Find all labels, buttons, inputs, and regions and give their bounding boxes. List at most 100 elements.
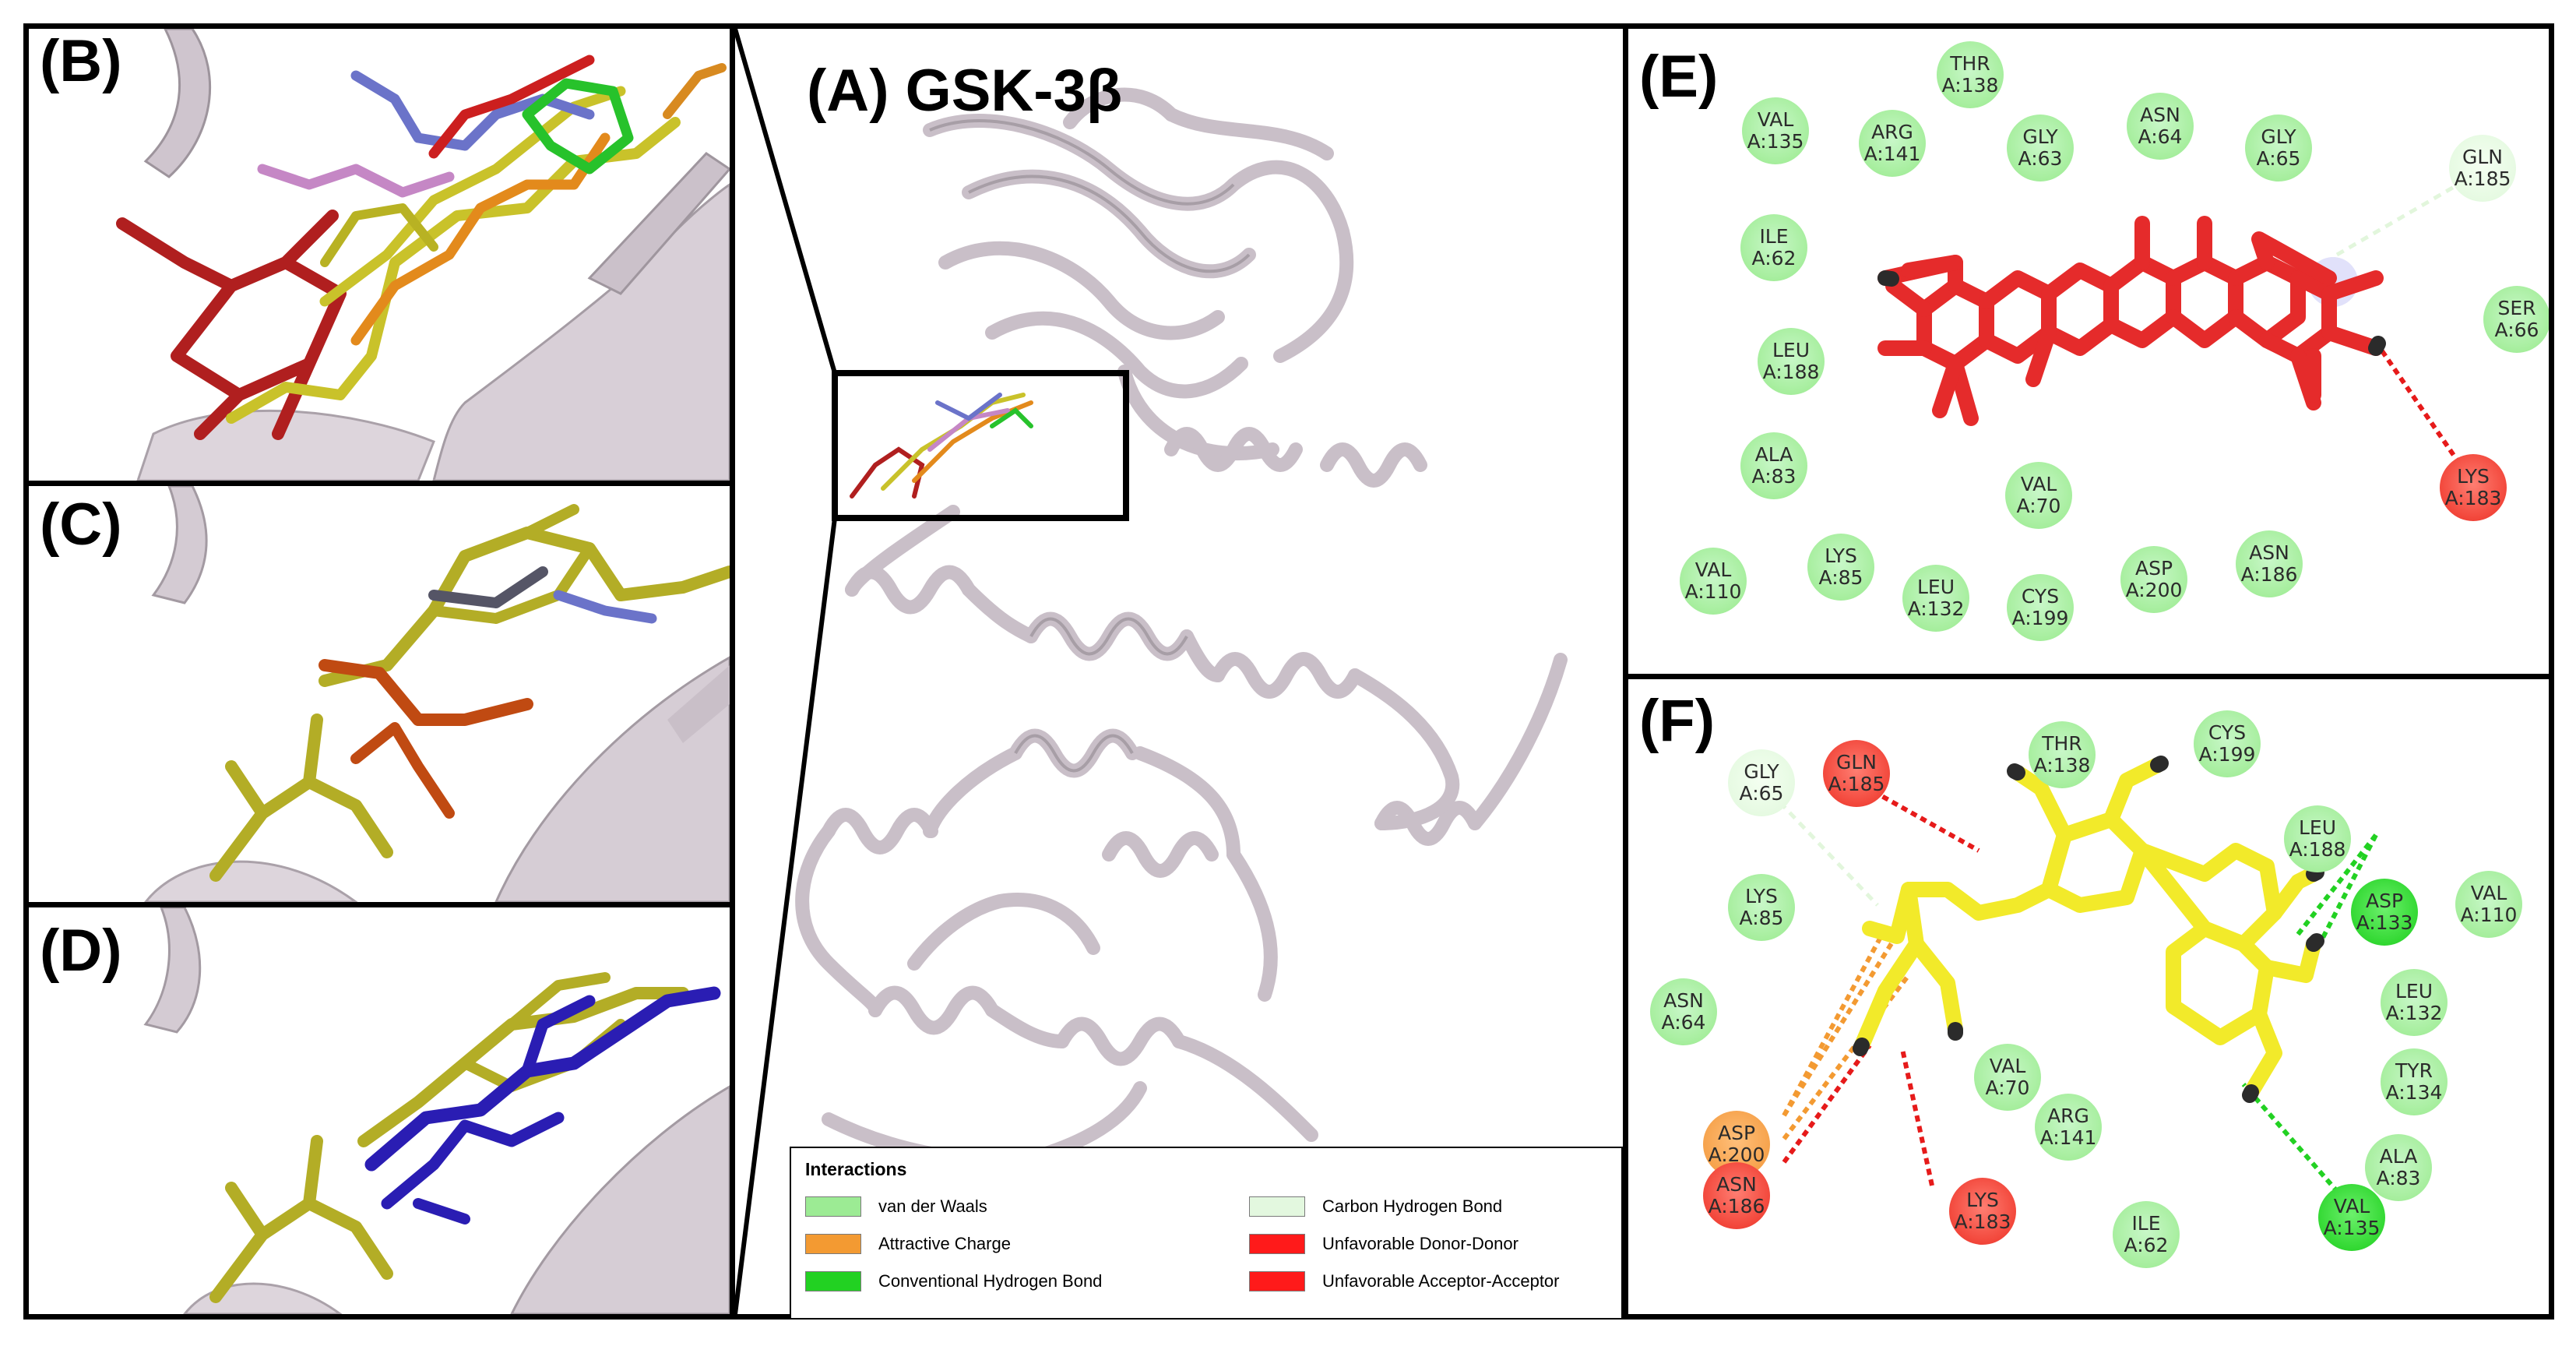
panel-d-label: (D) (40, 918, 122, 984)
res-name: ASN (1663, 989, 1704, 1012)
zoom-box (832, 370, 1129, 521)
legend-title: Interactions (805, 1159, 907, 1179)
res-name: CYS (2021, 585, 2060, 608)
res-name: ASP (2365, 890, 2404, 912)
res-id: A:85 (1739, 907, 1784, 929)
panel-e-render (1877, 167, 2486, 470)
panel-a: (A) GSK-3β (730, 23, 1628, 1320)
res-id: A:66 (2494, 319, 2539, 341)
res-name: VAL (2470, 882, 2507, 904)
res-name: LEU (2298, 816, 2337, 839)
res-id: A:64 (2138, 125, 2183, 148)
res-id: A:141 (1863, 143, 1921, 165)
panel-d-render (143, 907, 730, 1314)
res-id: A:188 (1762, 361, 1820, 383)
legend-item-van-der-waals: van der Waals (805, 1196, 987, 1217)
res-name: SER (2497, 297, 2536, 319)
legend-swatch (805, 1196, 861, 1217)
res-name: GLY (1744, 760, 1779, 783)
legend-item-unfavorable-acceptor-acceptor: Unfavorable Acceptor-Acceptor (1249, 1271, 1560, 1291)
res-id: A:70 (1985, 1076, 2030, 1099)
res-id: A:199 (2011, 607, 2069, 629)
legend-item-carbon-hbond: Carbon Hydrogen Bond (1249, 1196, 1502, 1217)
res-name: LYS (1966, 1189, 1999, 1211)
res-name: ASN (2140, 104, 2180, 126)
res-name: VAL (1694, 558, 1732, 581)
res-name: GLY (2022, 125, 2058, 148)
res-name: CYS (2208, 721, 2247, 744)
panel-e-label: (E) (1639, 44, 1719, 110)
legend-swatch (805, 1271, 861, 1291)
res-name: LYS (2457, 465, 2490, 488)
res-id: A:183 (2444, 487, 2502, 509)
legend-label: Unfavorable Acceptor-Acceptor (1322, 1271, 1560, 1291)
res-name: ALA (2379, 1145, 2418, 1168)
legend-item-attractive-charge: Attractive Charge (805, 1234, 1011, 1254)
res-name: ARG (1871, 121, 1913, 143)
res-name: LYS (1825, 544, 1857, 567)
res-id: A:141 (2039, 1126, 2097, 1149)
panel-b-render (116, 29, 730, 481)
res-id: A:85 (1818, 566, 1863, 589)
legend-label: Attractive Charge (878, 1234, 1011, 1253)
res-name: THR (2042, 732, 2082, 755)
res-id: A:132 (2385, 1002, 2443, 1024)
res-id: A:133 (2356, 911, 2413, 934)
legend-item-unfavorable-donor-donor: Unfavorable Donor-Donor (1249, 1234, 1519, 1254)
res-name: GLN (2462, 146, 2503, 168)
res-id: A:134 (2385, 1081, 2443, 1104)
res-id: A:186 (2240, 563, 2298, 586)
res-name: ASP (2134, 557, 2173, 580)
res-id: A:186 (1708, 1195, 1765, 1217)
res-id: A:132 (1907, 597, 1965, 620)
res-name: VAL (2333, 1195, 2370, 1217)
res-name: ALA (1754, 443, 1793, 466)
panel-a-render (735, 29, 1568, 1314)
legend-label: Carbon Hydrogen Bond (1322, 1196, 1503, 1216)
zoom-line-top (735, 29, 837, 374)
panel-c: (C) (23, 481, 735, 907)
res-name: TYR (2395, 1059, 2433, 1082)
res-id: A:63 (2018, 147, 2063, 170)
res-id: A:183 (1954, 1210, 2011, 1233)
res-id: A:62 (1751, 247, 1797, 270)
res-id: A:135 (2323, 1217, 2381, 1239)
res-id: A:62 (2124, 1234, 2169, 1256)
zoom-line-bottom (735, 517, 837, 1314)
res-id: A:83 (1751, 465, 1797, 488)
res-name: LEU (1916, 576, 1955, 598)
res-id: A:65 (1739, 782, 1784, 805)
res-name: LYS (1745, 885, 1778, 907)
res-id: A:200 (1708, 1143, 1765, 1166)
res-id: A:65 (2256, 147, 2301, 170)
legend-item-conventional-hbond: Conventional Hydrogen Bond (805, 1271, 1102, 1291)
legend-swatch (805, 1234, 861, 1254)
